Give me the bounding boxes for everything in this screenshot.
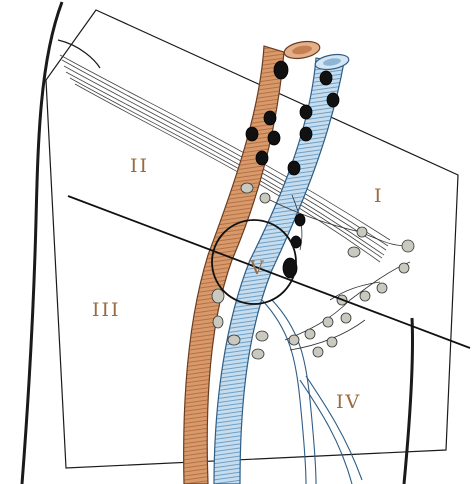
lymph-node-light — [212, 315, 224, 329]
zone-label-4: IV — [336, 391, 361, 413]
lymph-node-light — [322, 316, 334, 328]
lymph-node-light — [240, 182, 254, 194]
lymph-node-light — [288, 334, 300, 346]
lymph-node-dark — [255, 150, 269, 166]
lymph-node-dark — [282, 257, 298, 279]
lymph-node-light — [356, 226, 368, 238]
lymph-node-dark — [299, 126, 313, 142]
lymph-node-light — [359, 290, 371, 302]
region-frame — [45, 9, 459, 469]
lymph-node-dark — [245, 126, 259, 142]
saphenous-vein — [261, 299, 363, 484]
lymph-node-light — [304, 328, 316, 340]
lymph-node-dark — [287, 160, 301, 176]
zone-label-3: III — [92, 299, 121, 321]
lymph-node-light — [376, 282, 388, 294]
inguinal-ligament — [59, 54, 391, 263]
lymph-node-light — [255, 330, 269, 342]
lymph-node-light — [398, 262, 410, 274]
lymph-node-dark — [294, 213, 306, 227]
lymph-node-light — [347, 246, 361, 258]
lymph-node-dark — [326, 92, 340, 108]
zone-label-1: I — [374, 185, 384, 207]
zone-label-5: V — [249, 257, 266, 279]
lymph-node-dark — [299, 104, 313, 120]
lymph-node-light — [251, 348, 265, 360]
femoral-vein — [213, 53, 350, 484]
lymph-node-light — [401, 239, 415, 253]
dark-lymph-nodes — [245, 60, 340, 279]
body-outline-top-curve — [57, 39, 101, 69]
lymph-node-dark — [273, 60, 289, 80]
light-lymph-nodes — [211, 182, 415, 360]
horizontal-divider-line — [67, 195, 471, 349]
lymph-node-light — [259, 192, 271, 204]
lymph-node-light — [211, 288, 225, 304]
lymph-node-light — [227, 334, 241, 346]
lymph-node-light — [312, 346, 324, 358]
lymph-node-dark — [267, 130, 281, 146]
zone-5-circle — [211, 219, 297, 305]
body-outline-left — [20, 1, 64, 484]
lymph-node-light — [326, 336, 338, 348]
body-outline-right — [402, 317, 415, 484]
zone-label-2: II — [130, 155, 149, 177]
lymph-node-dark — [319, 70, 333, 86]
lymph-node-dark — [263, 110, 277, 126]
lymph-node-light — [340, 312, 352, 324]
